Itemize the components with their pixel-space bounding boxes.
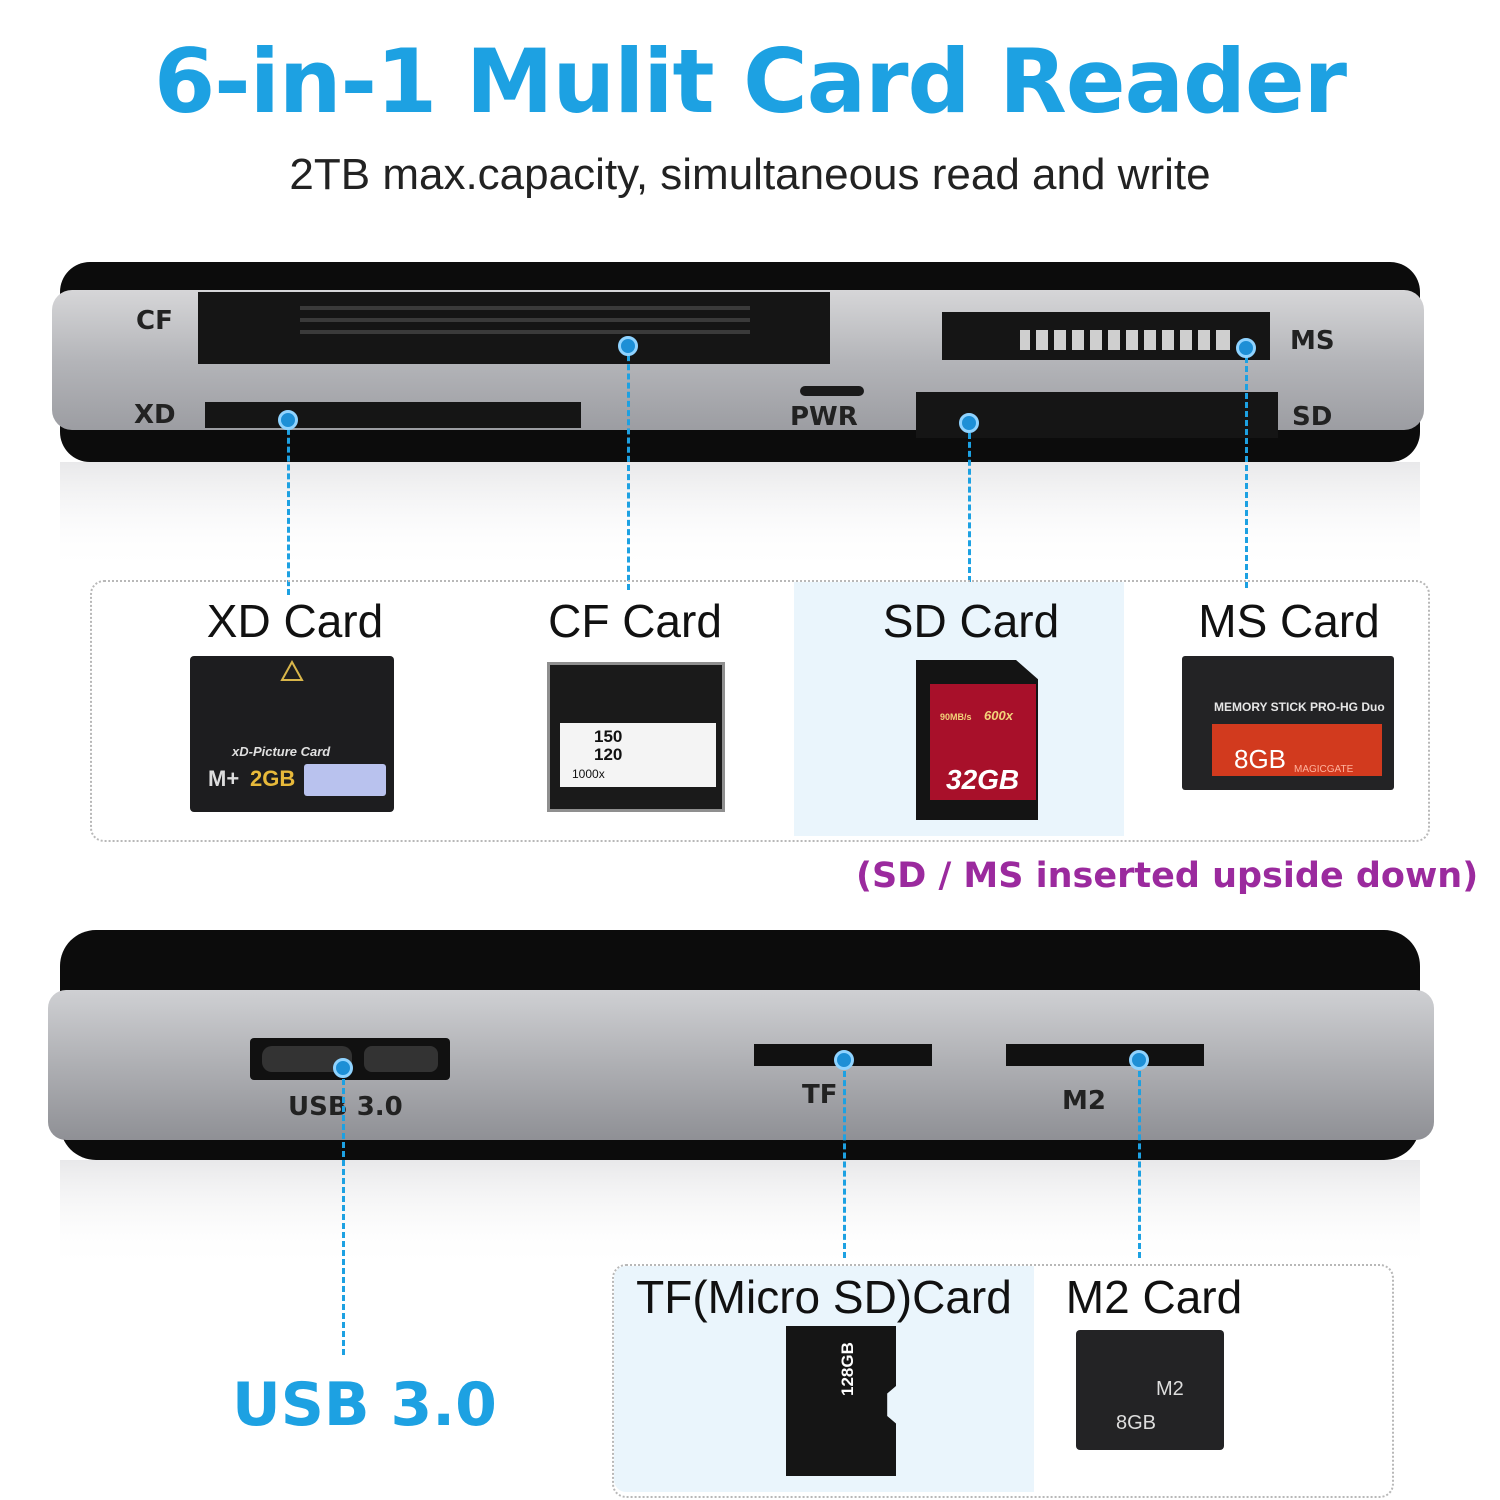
ms-connector-dot	[1236, 338, 1256, 358]
xd-port-label: XD	[134, 400, 176, 430]
cf-card-label: CF Card	[548, 595, 722, 647]
pwr-led	[800, 386, 864, 396]
ms-connector-line	[1245, 348, 1248, 588]
m2-card-brand: M2	[1156, 1378, 1184, 1400]
tf-card-label: TF(Micro SD)Card	[636, 1271, 1012, 1323]
cf-connector-dot	[618, 336, 638, 356]
ms-port-label: MS	[1290, 326, 1335, 356]
sd-connector-dot	[959, 413, 979, 433]
pwr-port-label: PWR	[790, 402, 858, 432]
top-cards-panel	[90, 580, 1430, 842]
m2-card-image: M2 8GB	[1076, 1330, 1224, 1450]
tf-connector-line	[843, 1062, 846, 1258]
usb-port-label: USB 3.0	[288, 1092, 403, 1122]
m2-connector-line	[1138, 1062, 1141, 1258]
cf-slot	[198, 292, 830, 364]
m2-port-label: M2	[1062, 1086, 1106, 1116]
xd-card-prefix: M+	[208, 766, 240, 791]
xd-card-brand: xD-Picture Card	[232, 744, 331, 759]
xd-card-image: xD-Picture Card M+ 2GB	[190, 656, 394, 812]
bottom-cards-panel	[612, 1264, 1394, 1498]
m2-connector-dot	[1129, 1050, 1149, 1070]
xd-card-label: XD Card	[206, 595, 384, 647]
page-title: 6-in-1 Mulit Card Reader	[153, 30, 1347, 133]
m2-slot	[1006, 1044, 1204, 1066]
sd-card-rating: 600x	[984, 708, 1013, 723]
tf-card-size: 128GB	[838, 1342, 857, 1396]
usb-connector-dot	[333, 1058, 353, 1078]
cf-card-read-speed: 150	[594, 727, 623, 746]
sd-connector-line	[968, 424, 971, 582]
cf-card-write-speed: 120	[594, 745, 623, 764]
xd-connector-dot	[278, 410, 298, 430]
m2-card-size: 8GB	[1116, 1412, 1157, 1434]
tf-card-image: 128GB	[786, 1326, 896, 1476]
cf-card-image: 150 120 1000x	[547, 662, 725, 812]
cf-port-label: CF	[136, 306, 173, 336]
sd-card-speed: 90MB/s	[940, 712, 972, 722]
insertion-note: (SD / MS inserted upside down)	[856, 856, 1479, 896]
ms-card-brand: MEMORY STICK PRO-HG Duo	[1214, 700, 1385, 714]
sd-slot	[916, 392, 1278, 438]
cf-connector-line	[627, 346, 630, 590]
tf-port-label: TF	[802, 1080, 838, 1110]
ms-card-label: MS Card	[1198, 595, 1380, 647]
usb-callout-label: USB 3.0	[232, 1370, 497, 1440]
ms-card-maker: MAGICGATE	[1294, 764, 1354, 775]
usb-connector-line	[342, 1070, 345, 1355]
tf-connector-dot	[834, 1050, 854, 1070]
cf-card-rating: 1000x	[572, 767, 605, 781]
ms-card-size: 8GB	[1234, 744, 1287, 774]
bottom-device-back-plate	[48, 990, 1434, 1140]
page-subtitle: 2TB max.capacity, simultaneous read and …	[289, 150, 1211, 199]
sd-card-size: 32GB	[946, 764, 1020, 795]
xd-slot	[205, 402, 581, 428]
warning-triangle-icon	[280, 660, 304, 681]
ms-card-image: MEMORY STICK PRO-HG Duo 8GB MAGICGATE	[1182, 656, 1394, 790]
m2-card-label: M2 Card	[1065, 1271, 1243, 1323]
sd-card-label: SD Card	[882, 595, 1060, 647]
xd-card-size: 2GB	[250, 766, 296, 791]
sd-card-image: 90MB/s 600x 32GB	[916, 660, 1038, 820]
sd-port-label: SD	[1292, 402, 1333, 432]
xd-connector-line	[287, 420, 290, 595]
